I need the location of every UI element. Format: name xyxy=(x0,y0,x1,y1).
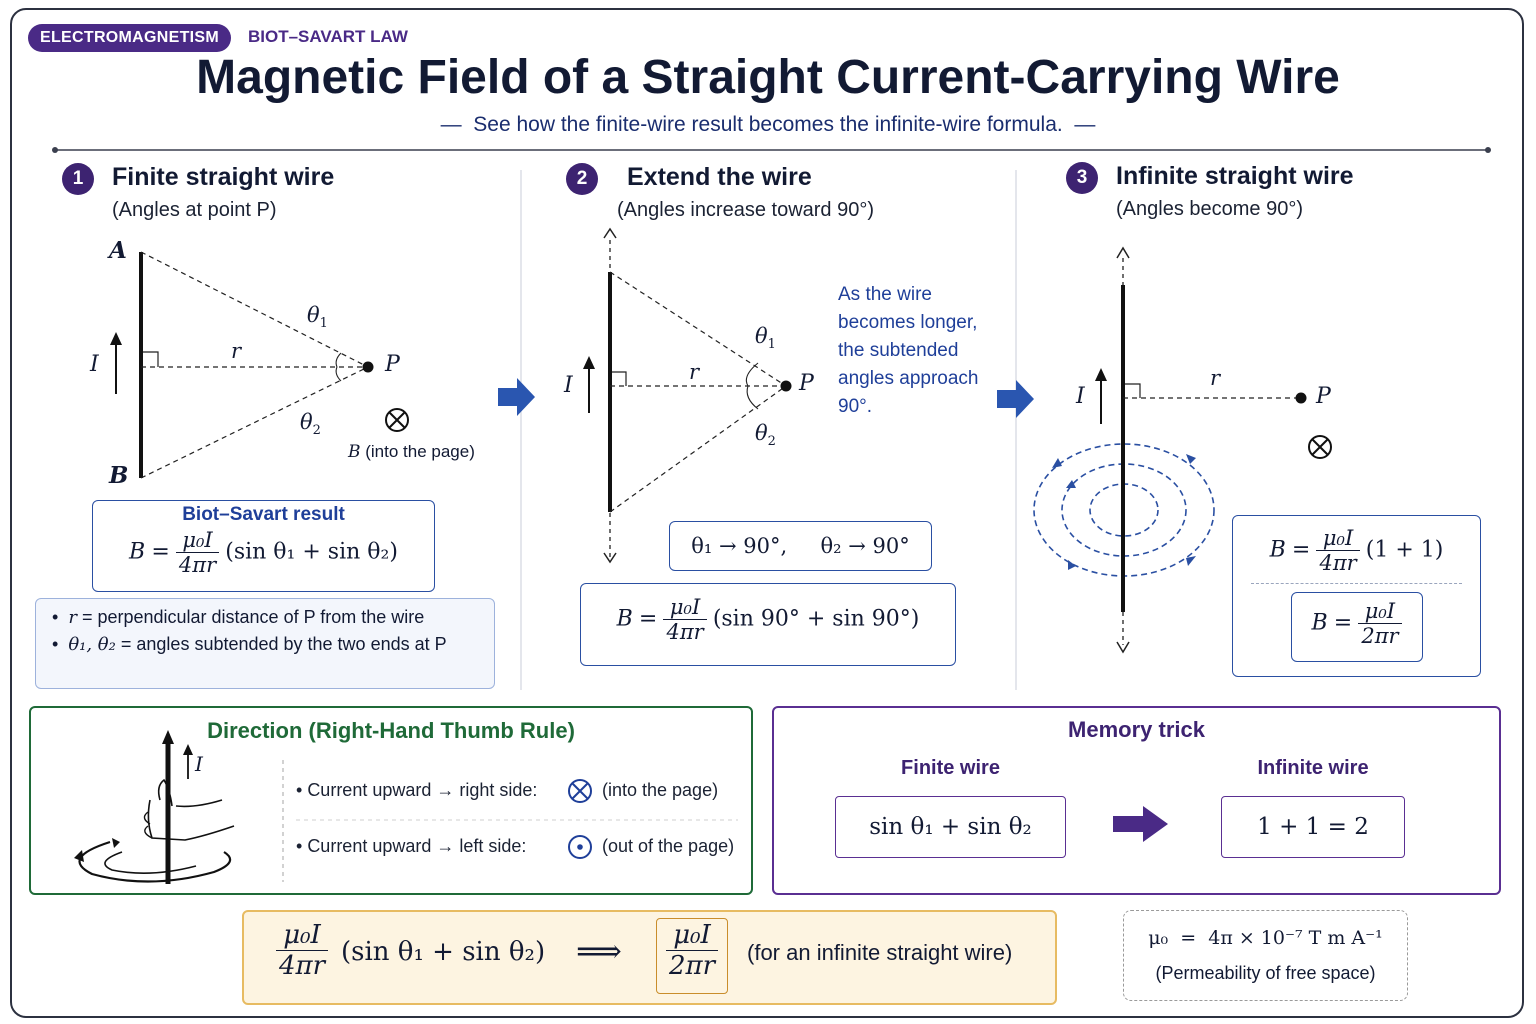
step2-heading: Extend the wire xyxy=(627,163,812,191)
step2-theta1-label: θ1 xyxy=(755,324,776,353)
theta1-label: θ1 xyxy=(307,303,328,332)
point-a-label: A xyxy=(109,237,127,264)
step3-p-label: P xyxy=(1316,384,1331,409)
direction-current-label: I xyxy=(195,752,203,776)
direction-title: Direction (Right-Hand Thumb Rule) xyxy=(207,718,575,743)
topic-subtag: BIOT–SAVART LAW xyxy=(248,27,408,46)
subtitle-text: See how the finite-wire result becomes t… xyxy=(473,113,1063,136)
b-into-page-label: B (into the page) xyxy=(348,442,475,462)
step2-subheading: (Angles increase toward 90°) xyxy=(617,199,875,221)
step1-heading: Finite straight wire xyxy=(112,163,335,191)
step2-p-label: P xyxy=(799,371,814,396)
step3-r-label: r xyxy=(1210,366,1221,390)
summary-paren: (sin θ₁ + sin θ₂) xyxy=(341,937,546,967)
infinite-expression: 1 + 1 = 2 xyxy=(1221,796,1405,858)
page-title: Magnetic Field of a Straight Current-Car… xyxy=(196,51,1340,104)
arrow-step1-to-step2 xyxy=(498,378,535,416)
rule-left-side-note: (out of the page) xyxy=(602,836,735,856)
step1-number: 1 xyxy=(62,163,94,195)
permeability-expression: μ₀ = 4π × 10⁻⁷ T m A⁻¹ xyxy=(1148,927,1383,949)
angle-limit-box: θ₁ → 90°, θ₂ → 90° xyxy=(669,521,932,571)
summary-note: (for an infinite straight wire) xyxy=(747,940,1013,965)
memory-title: Memory trick xyxy=(1068,717,1205,742)
page-subtitle: — See how the finite-wire result becomes… xyxy=(440,113,1096,136)
result-title: Biot–Savart result xyxy=(182,504,345,525)
direction-box xyxy=(29,706,753,895)
summary-box xyxy=(242,910,1057,1005)
step2-r-label: r xyxy=(689,360,700,384)
step3-heading: Infinite straight wire xyxy=(1116,162,1354,190)
memory-trick-box xyxy=(772,706,1501,895)
point-b-label: B xyxy=(109,462,129,489)
finite-wire-label: Finite wire xyxy=(901,757,1000,779)
permeability-box xyxy=(1123,910,1408,1001)
step2-theta2-label: θ2 xyxy=(755,421,776,450)
step2-number: 2 xyxy=(566,163,598,195)
step1-subheading: (Angles at point P) xyxy=(112,199,277,221)
distance-r-label: r xyxy=(231,339,242,363)
point-p-label: P xyxy=(385,352,400,377)
step3-number: 3 xyxy=(1066,162,1098,194)
permeability-note: (Permeability of free space) xyxy=(1155,963,1376,983)
rule-right-side: • Current upward → right side: xyxy=(296,780,538,800)
arrow-step2-to-step3 xyxy=(997,380,1034,418)
finite-expression: sin θ₁ + sin θ₂ xyxy=(835,796,1066,858)
current-label: I xyxy=(90,352,99,377)
infinite-wire-label: Infinite wire xyxy=(1257,757,1369,779)
rule-right-side-note: (into the page) xyxy=(602,780,719,800)
implies-arrow: ⟹ xyxy=(576,932,622,970)
note-theta: • θ₁, θ₂ = angles subtended by the two e… xyxy=(52,634,447,655)
step2-current-label: I xyxy=(564,373,573,398)
page-frame xyxy=(10,8,1524,1018)
rule-left-side: • Current upward → left side: xyxy=(296,836,527,856)
topic-tag: ELECTROMAGNETISM xyxy=(28,24,232,52)
step1-notes: • r = perpendicular distance of P from t… xyxy=(35,598,495,689)
note-r: • r = perpendicular distance of P from t… xyxy=(52,607,425,628)
step3-subheading: (Angles become 90°) xyxy=(1116,198,1303,220)
step2-note: As the wire becomes longer, the subtende… xyxy=(838,284,979,417)
theta2-label: θ2 xyxy=(300,410,321,439)
step3-current-label: I xyxy=(1076,384,1085,409)
